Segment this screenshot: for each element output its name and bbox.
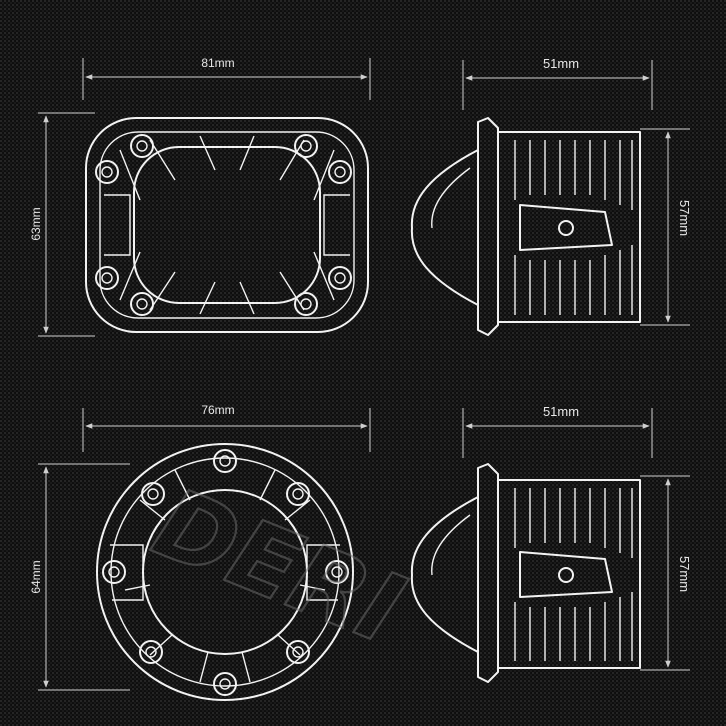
screw-icon (213, 449, 237, 473)
round-front-height-dimension: 64mm (29, 463, 130, 691)
round-front-width-label: 76mm (201, 403, 234, 417)
mount-bolt-icon (558, 220, 574, 236)
square-frame-spokes (104, 135, 350, 315)
square-front-view: 81mm 63mm (29, 56, 371, 337)
square-mount-slot (519, 204, 613, 251)
round-mounting-screws (102, 449, 349, 696)
round-inner-ring (110, 457, 340, 687)
screw-icon (213, 672, 237, 696)
square-housing-outline (85, 117, 369, 333)
round-lens-dome (410, 496, 479, 653)
screw-icon (130, 134, 154, 158)
round-housing-outline (96, 443, 354, 701)
round-heatsink-body (498, 479, 641, 669)
square-cooling-fins (514, 140, 633, 315)
square-mounting-screws (95, 134, 352, 316)
screw-icon (102, 560, 126, 584)
round-front-width-dimension: 76mm (82, 403, 371, 452)
square-side-depth-dimension: 51mm (462, 56, 653, 110)
square-lens-window (133, 146, 321, 304)
square-side-depth-label: 51mm (543, 56, 579, 71)
square-side-height-label: 57mm (677, 200, 692, 236)
screw-icon (328, 266, 352, 290)
round-front-view: 76mm 64mm (29, 403, 371, 701)
mount-bolt-icon (558, 567, 574, 583)
round-side-view: 51mm 57mm (410, 404, 692, 683)
square-inner-frame (99, 131, 355, 319)
screw-icon (95, 266, 119, 290)
square-front-width-label: 81mm (201, 56, 234, 70)
square-front-width-dimension: 81mm (82, 56, 371, 100)
square-front-height-label: 63mm (29, 207, 43, 240)
screw-icon (95, 160, 119, 184)
screw-icon (286, 482, 310, 506)
screw-icon (328, 160, 352, 184)
screw-icon (294, 134, 318, 158)
square-side-view: 51mm 57mm (410, 56, 692, 336)
round-side-height-label: 57mm (677, 556, 692, 592)
screw-icon (139, 640, 163, 664)
round-side-height-dimension: 57mm (640, 475, 692, 671)
square-bezel-flange (477, 117, 499, 336)
round-cooling-fins (514, 488, 633, 661)
square-heatsink-body (498, 131, 641, 323)
square-front-height-dimension: 63mm (29, 112, 95, 337)
screw-icon (141, 482, 165, 506)
round-frame-spokes (110, 469, 340, 683)
round-bezel-flange (477, 463, 499, 683)
screw-icon (325, 560, 349, 584)
round-mount-slot (519, 551, 613, 598)
round-front-height-label: 64mm (29, 560, 43, 593)
screw-icon (286, 640, 310, 664)
screw-icon (130, 292, 154, 316)
round-side-depth-dimension: 51mm (462, 404, 653, 458)
square-lens-dome (410, 149, 479, 306)
screw-icon (294, 292, 318, 316)
round-side-depth-label: 51mm (543, 404, 579, 419)
square-side-height-dimension: 57mm (640, 128, 692, 326)
